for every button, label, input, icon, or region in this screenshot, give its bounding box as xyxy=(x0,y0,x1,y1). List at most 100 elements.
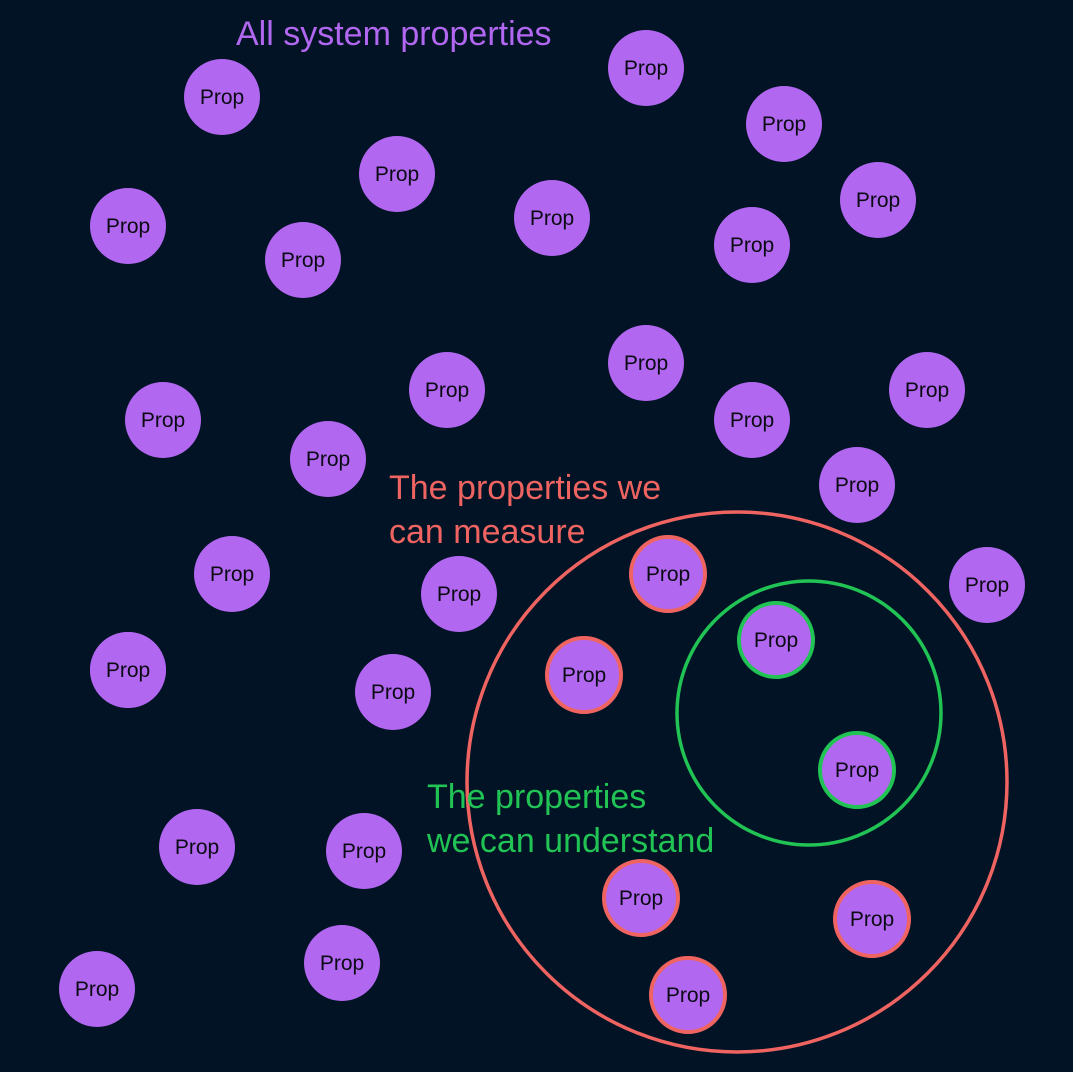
prop-node-circle xyxy=(737,601,815,679)
prop-node-all: Prop xyxy=(326,813,402,889)
prop-node-label: Prop xyxy=(850,908,894,931)
prop-node-circle xyxy=(714,207,790,283)
prop-node-label: Prop xyxy=(624,352,668,375)
prop-node-label: Prop xyxy=(835,759,879,782)
prop-node-understand: Prop xyxy=(737,601,815,679)
prop-node-circle xyxy=(714,382,790,458)
prop-node-label: Prop xyxy=(624,57,668,80)
measurable-properties-label: The properties we can measure xyxy=(389,466,661,554)
prop-node-all: Prop xyxy=(421,556,497,632)
prop-node-label: Prop xyxy=(754,629,798,652)
prop-node-all: Prop xyxy=(184,59,260,135)
understandable-set-ring xyxy=(675,579,943,847)
prop-node-circle xyxy=(159,809,235,885)
prop-node-measure: Prop xyxy=(649,956,727,1034)
prop-node-all: Prop xyxy=(265,222,341,298)
understandable-label-line-1: The properties xyxy=(427,778,647,816)
prop-node-label: Prop xyxy=(425,379,469,402)
prop-node-all: Prop xyxy=(59,951,135,1027)
prop-node-circle xyxy=(602,859,680,937)
prop-node-label: Prop xyxy=(306,448,350,471)
prop-node-label: Prop xyxy=(375,163,419,186)
prop-node-all: Prop xyxy=(90,188,166,264)
prop-node-circle xyxy=(818,731,896,809)
prop-node-circle xyxy=(649,956,727,1034)
prop-node-understand: Prop xyxy=(818,731,896,809)
prop-node-label: Prop xyxy=(856,189,900,212)
prop-node-label: Prop xyxy=(175,836,219,859)
measurable-label-line-2: can measure xyxy=(389,513,586,551)
prop-node-circle xyxy=(608,30,684,106)
prop-node-label: Prop xyxy=(75,978,119,1001)
prop-node-label: Prop xyxy=(371,681,415,704)
prop-node-label: Prop xyxy=(281,249,325,272)
prop-node-label: Prop xyxy=(106,659,150,682)
prop-node-circle xyxy=(421,556,497,632)
prop-node-label: Prop xyxy=(835,474,879,497)
prop-node-circle xyxy=(819,447,895,523)
all-properties-label: All system properties xyxy=(236,12,552,56)
prop-node-circle xyxy=(359,136,435,212)
prop-node-circle xyxy=(304,925,380,1001)
prop-node-label: Prop xyxy=(762,113,806,136)
prop-node-all: Prop xyxy=(746,86,822,162)
prop-node-circle xyxy=(290,421,366,497)
prop-node-circle xyxy=(833,880,911,958)
prop-node-label: Prop xyxy=(666,984,710,1007)
prop-node-circle xyxy=(184,59,260,135)
understandable-properties-label: The properties we can understand xyxy=(427,775,714,863)
prop-node-circle xyxy=(889,352,965,428)
prop-node-measure: Prop xyxy=(602,859,680,937)
prop-node-circle xyxy=(125,382,201,458)
measurable-label-line-1: The properties we xyxy=(389,469,662,507)
prop-node-circle xyxy=(326,813,402,889)
prop-node-circle xyxy=(355,654,431,730)
prop-node-all: Prop xyxy=(608,325,684,401)
prop-node-all: Prop xyxy=(514,180,590,256)
prop-node-circle xyxy=(265,222,341,298)
prop-node-label: Prop xyxy=(905,379,949,402)
prop-node-label: Prop xyxy=(437,583,481,606)
prop-node-label: Prop xyxy=(342,840,386,863)
prop-node-label: Prop xyxy=(106,215,150,238)
all-properties-label-text: All system properties xyxy=(236,15,552,53)
prop-node-circle xyxy=(59,951,135,1027)
prop-node-all: Prop xyxy=(194,536,270,612)
prop-node-all: Prop xyxy=(90,632,166,708)
prop-node-label: Prop xyxy=(562,664,606,687)
prop-node-all: Prop xyxy=(949,547,1025,623)
prop-node-circle xyxy=(608,325,684,401)
prop-node-circle xyxy=(194,536,270,612)
prop-node-all: Prop xyxy=(290,421,366,497)
prop-node-all: Prop xyxy=(359,136,435,212)
prop-node-all: Prop xyxy=(608,30,684,106)
prop-node-all: Prop xyxy=(714,382,790,458)
prop-node-label: Prop xyxy=(730,409,774,432)
prop-node-label: Prop xyxy=(646,563,690,586)
prop-node-all: Prop xyxy=(159,809,235,885)
prop-node-all: Prop xyxy=(304,925,380,1001)
prop-node-all: Prop xyxy=(819,447,895,523)
prop-node-label: Prop xyxy=(965,574,1009,597)
prop-node-label: Prop xyxy=(730,234,774,257)
prop-node-label: Prop xyxy=(530,207,574,230)
prop-node-all: Prop xyxy=(840,162,916,238)
prop-node-all: Prop xyxy=(714,207,790,283)
prop-node-measure: Prop xyxy=(833,880,911,958)
measurable-set-ring xyxy=(465,510,1009,1054)
prop-node-all: Prop xyxy=(125,382,201,458)
prop-node-circle xyxy=(409,352,485,428)
prop-node-circle xyxy=(90,632,166,708)
understandable-label-line-2: we can understand xyxy=(427,822,715,860)
prop-node-measure: Prop xyxy=(629,535,707,613)
prop-node-circle xyxy=(629,535,707,613)
prop-node-measure: Prop xyxy=(545,636,623,714)
prop-node-circle xyxy=(545,636,623,714)
prop-node-all: Prop xyxy=(889,352,965,428)
prop-node-all: Prop xyxy=(355,654,431,730)
prop-node-label: Prop xyxy=(200,86,244,109)
prop-node-label: Prop xyxy=(619,887,663,910)
